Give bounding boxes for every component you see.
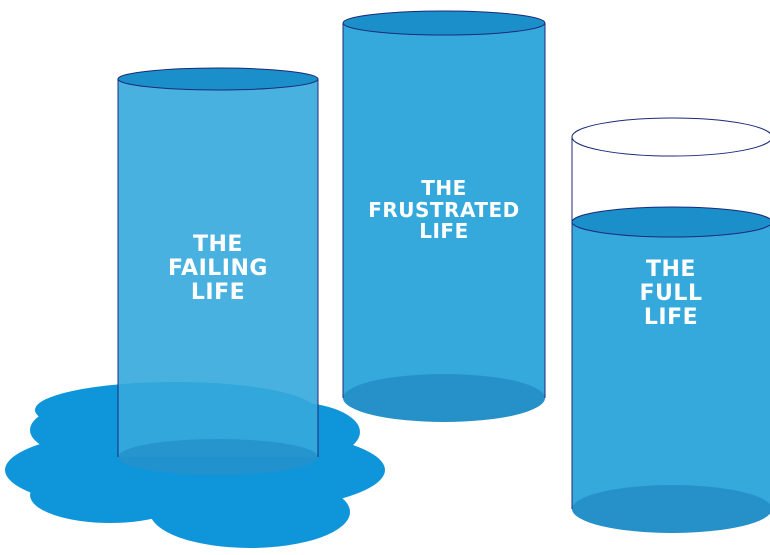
label-line: LIFE — [343, 221, 545, 243]
label-line: THE — [572, 258, 770, 282]
label-line: THE — [118, 233, 318, 257]
label-line: LIFE — [572, 306, 770, 330]
label-line: FRUSTRATED — [343, 200, 545, 222]
label-line: FULL — [572, 282, 770, 306]
label-line: FAILING — [118, 257, 318, 281]
label-the-frustrated-life: THE FRUSTRATED LIFE — [343, 178, 545, 243]
label-line: LIFE — [118, 281, 318, 305]
label-line: THE — [343, 178, 545, 200]
label-the-failing-life: THE FAILING LIFE — [118, 233, 318, 304]
label-the-full-life: THE FULL LIFE — [572, 258, 770, 329]
